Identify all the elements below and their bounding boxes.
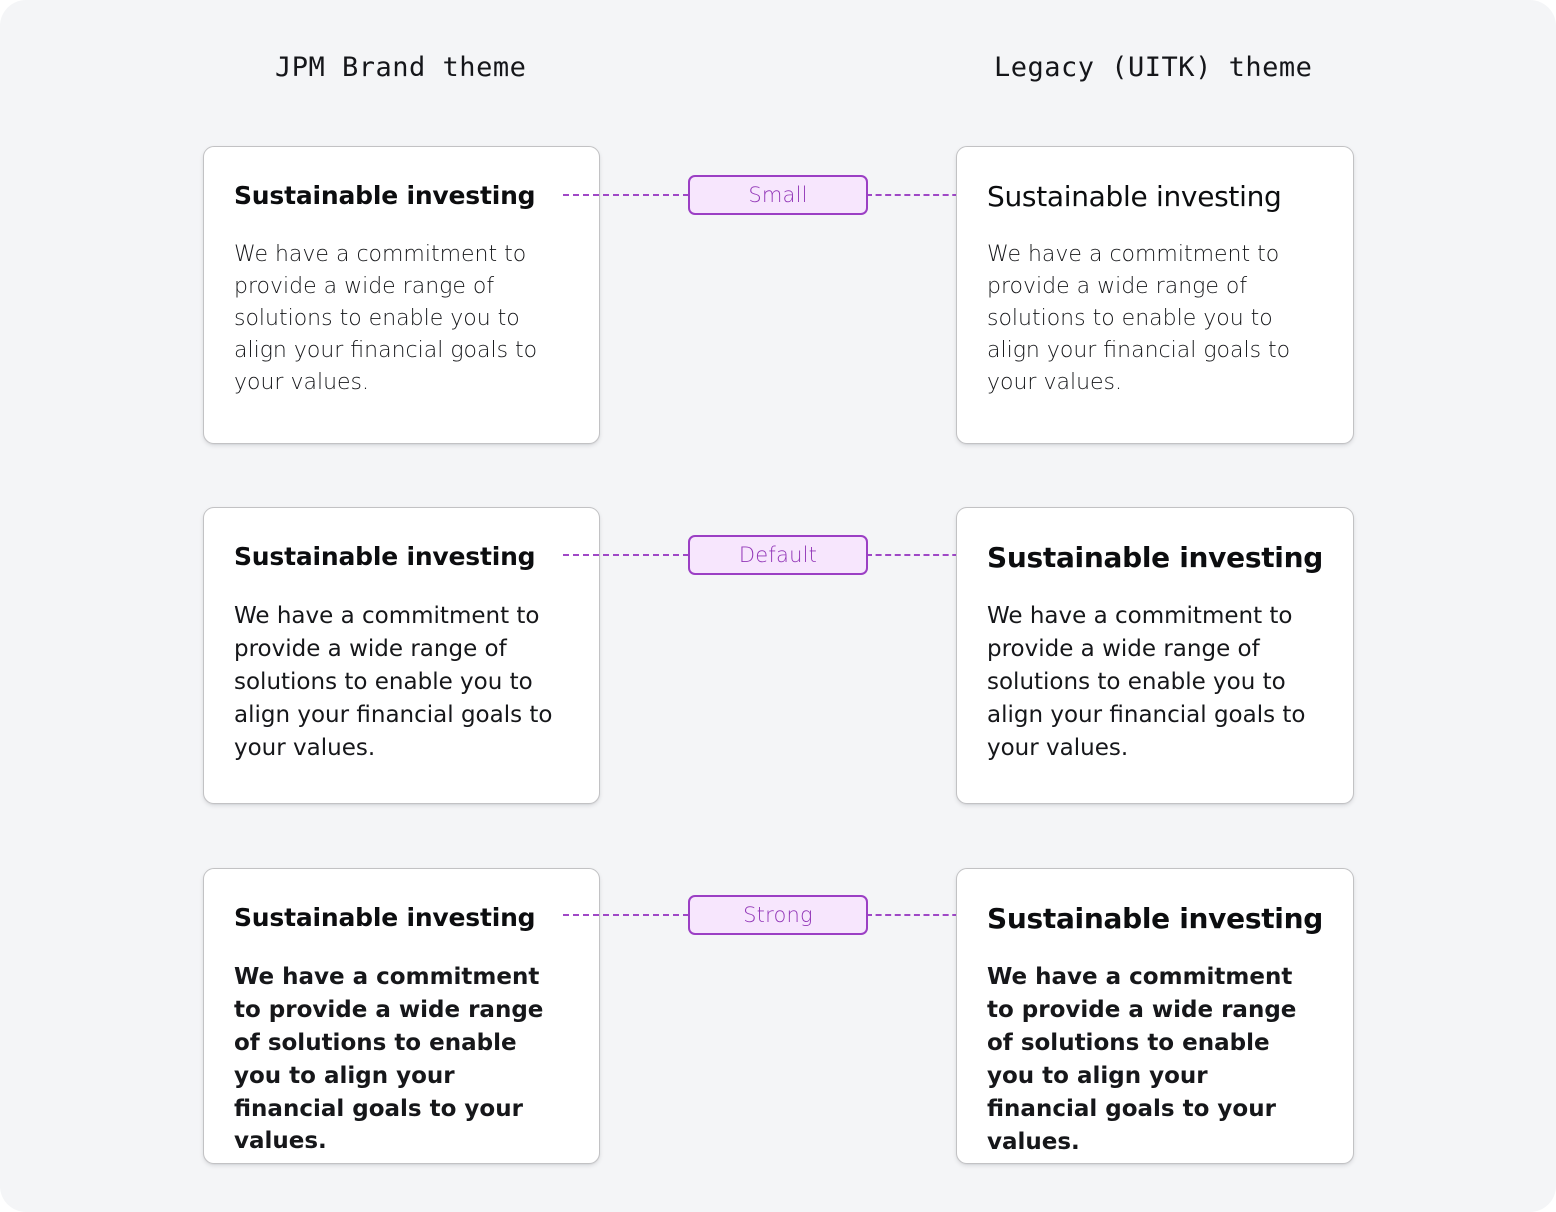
- card-content: Sustainable investing We have a commitme…: [204, 869, 599, 1188]
- card-uitk-strong: Sustainable investing We have a commitme…: [956, 868, 1354, 1164]
- card-body: We have a commitment to provide a wide r…: [987, 603, 1306, 761]
- card-uitk-small: Sustainable investing We have a commitme…: [956, 146, 1354, 444]
- card-content: Sustainable investing We have a commitme…: [204, 508, 599, 794]
- connector-line-right-default: [866, 554, 987, 556]
- card-title: Sustainable investing: [987, 180, 1282, 213]
- card-uitk-default: Sustainable investing We have a commitme…: [956, 507, 1354, 804]
- connector-line-left-small: [563, 194, 689, 196]
- card-content: Sustainable investing We have a commitme…: [204, 147, 599, 428]
- card-body: We have a commitment to provide a wide r…: [234, 964, 544, 1155]
- card-title: Sustainable investing: [987, 902, 1323, 935]
- column-header-jpm-brand: JPM Brand theme: [275, 52, 527, 83]
- connector-line-left-strong: [563, 914, 689, 916]
- card-body: We have a commitment to provide a wide r…: [987, 242, 1291, 395]
- card-jpm-strong: Sustainable investing We have a commitme…: [203, 868, 600, 1164]
- connector-line-left-default: [563, 554, 689, 556]
- connector-line-right-small: [866, 194, 987, 196]
- card-content: Sustainable investing We have a commitme…: [957, 147, 1353, 429]
- card-content: Sustainable investing We have a commitme…: [957, 869, 1353, 1188]
- card-jpm-default: Sustainable investing We have a commitme…: [203, 507, 600, 804]
- card-title: Sustainable investing: [234, 181, 536, 210]
- size-badge-default[interactable]: Default: [688, 535, 868, 575]
- connector-line-right-strong: [866, 914, 987, 916]
- card-body: We have a commitment to provide a wide r…: [234, 603, 553, 761]
- size-badge-small[interactable]: Small: [688, 175, 868, 215]
- card-content: Sustainable investing We have a commitme…: [957, 508, 1353, 795]
- size-badge-strong[interactable]: Strong: [688, 895, 868, 935]
- card-jpm-small: Sustainable investing We have a commitme…: [203, 146, 600, 444]
- card-title: Sustainable investing: [234, 542, 536, 571]
- column-header-legacy-uitk: Legacy (UITK) theme: [994, 52, 1313, 83]
- card-title: Sustainable investing: [987, 541, 1323, 574]
- card-body: We have a commitment to provide a wide r…: [234, 242, 538, 395]
- card-title: Sustainable investing: [234, 903, 536, 932]
- card-body: We have a commitment to provide a wide r…: [987, 964, 1297, 1155]
